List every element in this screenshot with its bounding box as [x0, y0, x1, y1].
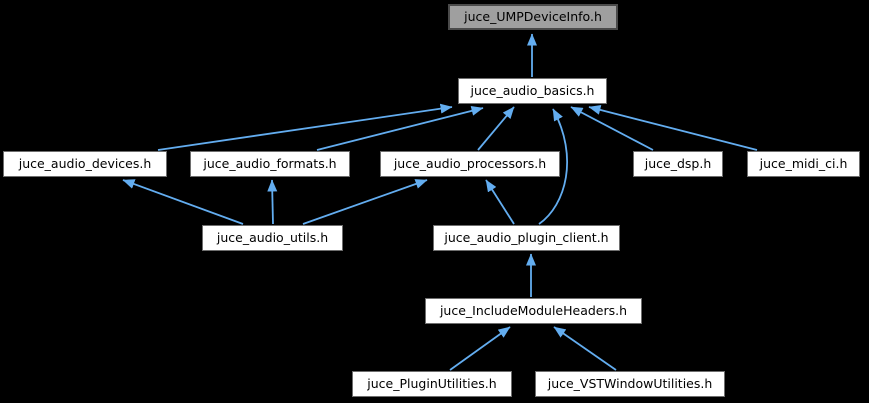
node-juce-audio-utils[interactable]: juce_audio_utils.h: [202, 225, 343, 251]
edge-midi-ci-to-basics: [588, 105, 758, 151]
edge-dsp-to-basics: [570, 106, 654, 151]
edge-utils-to-devices: [122, 179, 244, 225]
edge-devices-to-basics: [157, 103, 453, 151]
edge-utils-to-processors: [302, 179, 428, 225]
node-juce-audio-formats[interactable]: juce_audio_formats.h: [190, 151, 350, 177]
edge-plugin-client-to-basics: [538, 108, 568, 225]
edge-plugin-client-to-processors: [485, 179, 515, 225]
node-juce-audio-devices[interactable]: juce_audio_devices.h: [3, 151, 167, 177]
edge-plugin-utilities-to-include-module-headers: [449, 326, 511, 371]
edge-processors-to-basics: [477, 106, 515, 151]
node-juce-audio-basics[interactable]: juce_audio_basics.h: [458, 78, 607, 104]
node-juce-audio-plugin-client[interactable]: juce_audio_plugin_client.h: [433, 225, 620, 251]
edge-utils-to-formats: [267, 179, 278, 225]
edge-vst-window-utilities-to-include-module-headers: [553, 326, 617, 371]
node-juce-dsp[interactable]: juce_dsp.h: [633, 151, 723, 177]
node-juce-VSTWindowUtilities[interactable]: juce_VSTWindowUtilities.h: [535, 371, 725, 397]
edge-formats-to-basics: [316, 105, 484, 151]
node-juce-midi-ci[interactable]: juce_midi_ci.h: [747, 151, 860, 177]
node-juce-audio-processors[interactable]: juce_audio_processors.h: [380, 151, 560, 177]
node-juce-UMPDeviceInfo: juce_UMPDeviceInfo.h: [448, 4, 618, 30]
node-juce-IncludeModuleHeaders[interactable]: juce_IncludeModuleHeaders.h: [425, 298, 642, 324]
node-juce-PluginUtilities[interactable]: juce_PluginUtilities.h: [352, 371, 512, 397]
